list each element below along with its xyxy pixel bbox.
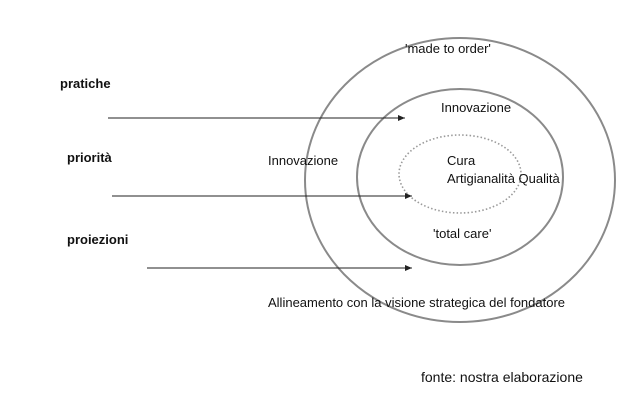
core-label-artigianalita-qualita: Artigianalità Qualità [447,171,560,186]
outer-ring-bottom-label: Allineamento con la visione strategica d… [268,295,566,310]
core-label-cura: Cura [447,153,476,168]
row-label-pratiche: pratiche [60,76,111,91]
core-dotted-ring [398,134,522,214]
outer-ring-left-label: Innovazione [268,153,339,168]
row-label-proiezioni: proiezioni [67,232,129,247]
middle-ring [356,88,564,266]
outer-ring [304,37,616,323]
source-note: fonte: nostra elaborazione [421,369,583,385]
row-label-priorita: priorità [67,150,112,165]
middle-ring-top-label: Innovazione [441,100,512,115]
outer-ring-top-label: 'made to order' [405,41,491,56]
middle-ring-bottom-label: 'total care' [433,226,492,241]
